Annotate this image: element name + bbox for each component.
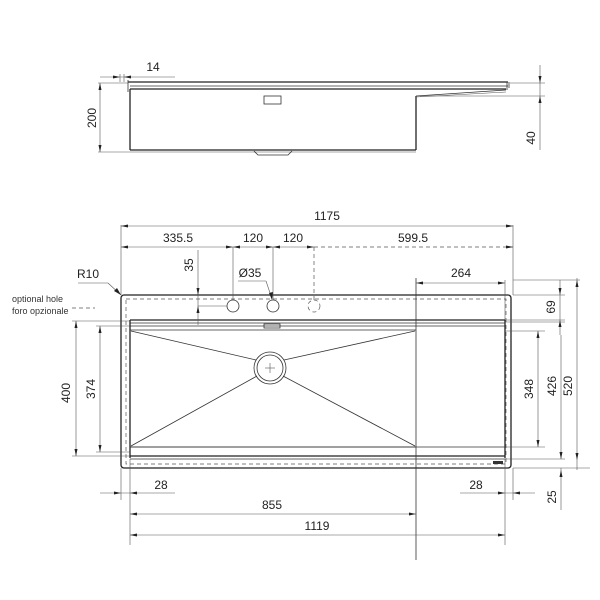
dim-bowl-width: 855 — [262, 498, 282, 512]
dim-top-margin: 69 — [544, 300, 558, 314]
dim-drainer-inner-depth: 348 — [522, 379, 536, 399]
dim-rim-thickness: 14 — [146, 60, 160, 74]
tap-hole-1 — [226, 299, 240, 313]
top-view: 1175 335.5 120 120 599.5 35 Ø35 R10 — [12, 209, 590, 560]
optional-hole — [307, 299, 321, 313]
dim-bottom-margin: 25 — [545, 490, 559, 504]
dim-overall-width: 1175 — [314, 209, 340, 223]
dim-hole-spacing-1: 120 — [243, 231, 263, 245]
dim-drainer-depth: 40 — [524, 131, 538, 145]
dim-right-margin: 28 — [469, 478, 483, 492]
dim-bowl-outer-depth: 400 — [59, 383, 73, 403]
drain-icon — [253, 351, 287, 385]
logo-mark — [493, 461, 503, 464]
tap-hole-2 — [266, 299, 280, 313]
dim-right-of-optional: 599.5 — [398, 231, 428, 245]
dim-corner-radius: R10 — [77, 267, 99, 281]
dim-hole-diameter: Ø35 — [239, 266, 262, 280]
side-view: 14 200 40 — [85, 60, 545, 156]
dim-drainer-width: 264 — [451, 266, 471, 280]
dim-hole-spacing-2: 120 — [283, 231, 303, 245]
dim-left-to-hole: 335.5 — [163, 231, 193, 245]
overflow-slot — [263, 323, 281, 329]
dim-inner-width: 1119 — [305, 519, 330, 533]
dim-overall-depth: 520 — [561, 376, 575, 396]
dim-height: 200 — [85, 108, 99, 128]
dim-bowl-inner-depth: 374 — [84, 379, 98, 399]
dim-hole-offset: 35 — [182, 258, 196, 272]
dim-inner-depth: 426 — [545, 376, 559, 396]
dim-left-margin: 28 — [154, 478, 168, 492]
optional-hole-label-it: foro opzionale — [12, 306, 69, 316]
optional-hole-label-en: optional hole — [12, 294, 63, 304]
